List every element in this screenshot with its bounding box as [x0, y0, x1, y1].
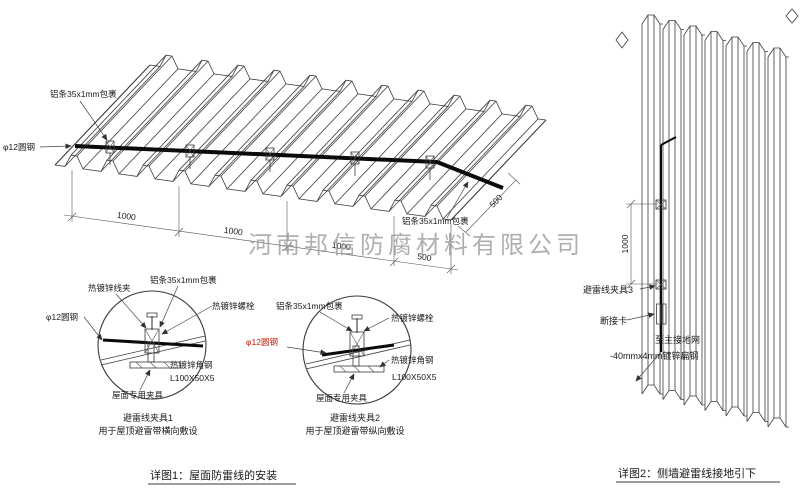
wall-labels: 避雷线夹具3 断接卡 至主接地网 -40mmx4mm镀锌扁钢	[583, 284, 700, 361]
caption-fig2: 详图2：侧墙避雷线接地引下	[618, 466, 756, 480]
detail2-wire	[321, 343, 395, 357]
label-angle-spec: L100X50X5	[392, 372, 437, 382]
detail2-subtitle: 用于屋顶避雷带纵向敷设	[305, 425, 404, 436]
label-alu-strip-top: 铝条35x1mm包裹	[50, 89, 117, 99]
wall-wire-clamp	[655, 199, 667, 210]
detail-clamp-2: 铝条35x1mm包裹 热镀锌螺栓 φ12圆钢 热镀锌角钢 L100X50X5 屋…	[246, 295, 437, 436]
dim-1000-2: 1000	[223, 225, 243, 238]
label-alu-strip-right: 铝条35x1mm包裹	[402, 216, 469, 226]
label-alu-strip: 铝条35x1mm包裹	[276, 301, 343, 311]
detail2-circle	[302, 295, 412, 405]
dim-1000-1: 1000	[116, 210, 136, 223]
label-angle-spec: L100X50X5	[170, 373, 215, 383]
wire-clamp	[105, 140, 115, 165]
company-watermark: 河南邦信防腐材料有限公司	[248, 232, 584, 259]
roof-dimension-chain: 1000 1000 1000 500	[63, 170, 459, 274]
label-clamp3: 避雷线夹具3	[583, 284, 633, 295]
label-angle-steel: 热镀锌角钢	[170, 360, 213, 370]
wall-drawing: 1000 避雷线夹具3 断接卡 至主接地网 -40mmx4mm镀锌扁钢	[583, 8, 799, 428]
dim-1000-3: 1000	[331, 240, 351, 253]
detail-clamp-1: 热镀锌线夹 铝条35x1mm包裹 热镀锌螺栓 φ12圆钢 热镀锌角钢 L100X…	[46, 275, 255, 436]
wall-corrugation	[641, 14, 790, 428]
wire-clamp	[185, 144, 195, 169]
label-disconnect: 断接卡	[600, 315, 627, 326]
figure-captions: 详图1：屋面防雷线的安装 详图2：侧墙避雷线接地引下	[148, 466, 780, 485]
wire-clamp	[425, 155, 435, 180]
detail1-angle-steel	[129, 361, 181, 369]
roof-isometric-drawing: 1000 1000 1000 500 500 铝条35x1mm包裹 φ12圆钢 …	[3, 55, 547, 274]
label-round-steel: φ12圆钢	[3, 142, 35, 152]
to-ground-arrow	[635, 351, 662, 382]
wall-wire-clamp	[655, 279, 667, 290]
label-round-steel: φ12圆钢	[46, 312, 78, 322]
label-to-ground: 至主接地网	[655, 334, 700, 345]
wall-dim-1000: 1000	[620, 234, 630, 253]
label-galv-wire-clip: 热镀锌线夹	[88, 283, 131, 293]
axis-marker-icon	[785, 8, 799, 24]
roof-panel-face	[55, 65, 546, 220]
roof-labels: 铝条35x1mm包裹 φ12圆钢 铝条35x1mm包裹	[3, 89, 469, 226]
detail1-subtitle: 用于屋顶避雷带横向敷设	[98, 425, 197, 436]
detail1-title: 避雷线夹具1	[123, 412, 173, 423]
label-angle-steel: 热镀锌角钢	[391, 355, 434, 365]
detail1-circle	[97, 290, 207, 400]
disconnect-link	[656, 303, 667, 325]
wire-clamp	[350, 151, 360, 176]
label-roof-clamp: 屋面专用夹具	[112, 390, 164, 400]
roof-right-edge	[450, 119, 547, 221]
wire-clamp	[265, 147, 275, 172]
label-alu-strip: 铝条35x1mm包裹	[150, 275, 217, 285]
caption-fig1: 详图1：屋面防雷线的安装	[150, 468, 277, 482]
roof-wire-clamps	[105, 140, 435, 180]
axis-marker-icon	[615, 31, 629, 49]
detail2-title: 避雷线夹具2	[330, 412, 380, 423]
label-roof-clamp: 屋面专用夹具	[316, 393, 368, 403]
dim-500: 500	[417, 251, 433, 263]
label-galv-bolt: 热镀锌螺栓	[391, 313, 434, 323]
label-flat-steel: -40mmx4mm镀锌扁钢	[610, 350, 699, 361]
label-galv-bolt: 热镀锌螺栓	[212, 301, 255, 311]
label-round-steel-red: φ12圆钢	[246, 337, 278, 347]
lightning-wire	[74, 144, 504, 190]
wall-dimension: 1000	[620, 199, 658, 289]
